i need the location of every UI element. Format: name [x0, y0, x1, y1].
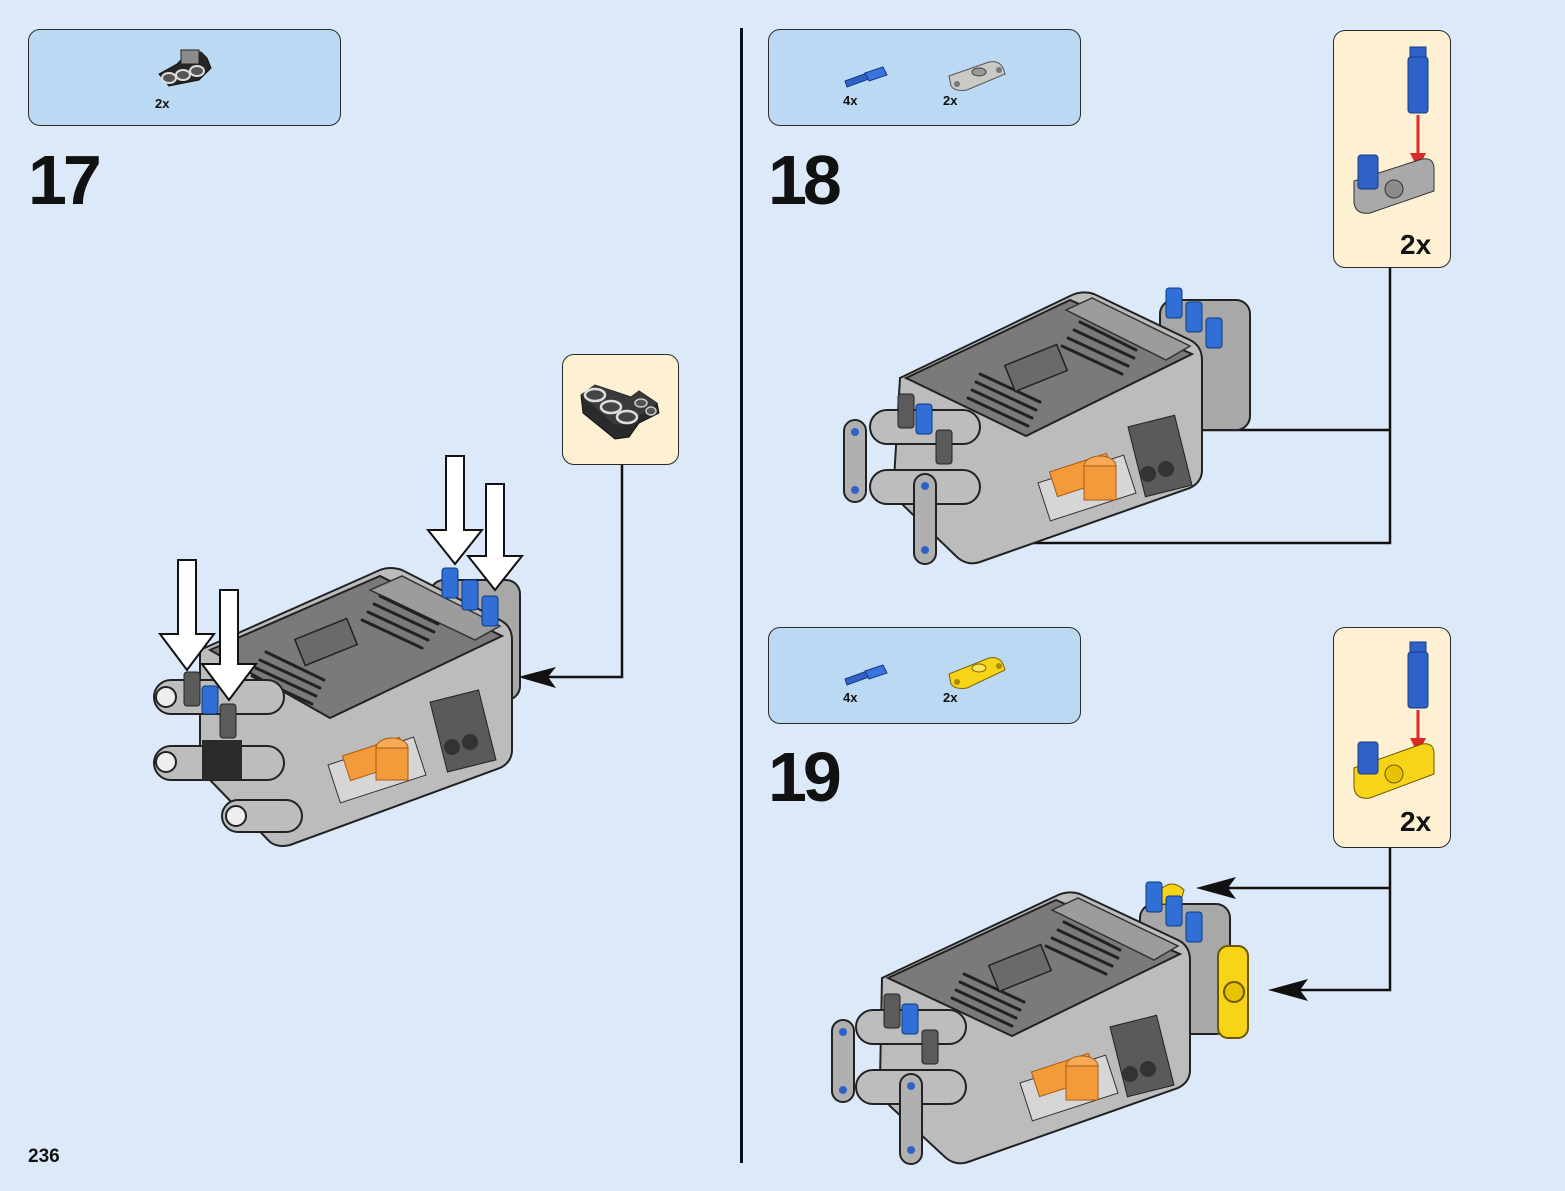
- arrowhead: [1196, 877, 1236, 899]
- step-18-parts-box: 4x 2x: [768, 29, 1081, 126]
- push-arrow: [465, 483, 525, 592]
- subassembly-quantity: 2x: [1400, 806, 1432, 837]
- part-quantity: 2x: [943, 93, 958, 108]
- black-3l-beam-connector-icon: [158, 49, 212, 87]
- blue-axle-pin-icon: [844, 664, 888, 686]
- step-19-parts-box: 4x 2x: [768, 627, 1081, 724]
- step-17-subassembly-box: [562, 354, 679, 465]
- gray-connector-with-blue-pins-icon: [1353, 46, 1435, 214]
- push-arrow: [425, 455, 485, 566]
- arrowhead: [518, 667, 556, 688]
- yellow-pin-connector-plate-icon: [948, 657, 1006, 689]
- step-18-battery-box-model: [843, 287, 1251, 565]
- step-number: 17: [28, 141, 102, 219]
- part-quantity: 4x: [843, 93, 858, 108]
- push-arrow: [200, 589, 258, 702]
- page-divider: [740, 28, 743, 1163]
- part-quantity: 2x: [943, 690, 958, 705]
- step-17-battery-box-model: [153, 455, 525, 847]
- step-18-subassembly-box: 2x: [1333, 30, 1451, 268]
- yellow-connector-with-blue-pins-icon: [1353, 641, 1435, 799]
- black-thin-liftarm-icon: [580, 384, 660, 440]
- blue-axle-pin-icon: [844, 66, 888, 88]
- page-number: 236: [28, 1146, 60, 1167]
- step-number: 18: [768, 141, 842, 219]
- step-19-subassembly-box: 2x: [1333, 627, 1451, 848]
- arrowhead: [1268, 979, 1308, 1001]
- part-quantity: 2x: [155, 96, 170, 111]
- step-number: 19: [768, 738, 842, 816]
- step-19-battery-box-model: [831, 881, 1249, 1165]
- gray-pin-connector-plate-icon: [948, 61, 1006, 91]
- subassembly-quantity: 2x: [1400, 229, 1432, 260]
- push-arrow: [158, 559, 216, 672]
- step-17-parts-box: 2x: [28, 29, 341, 126]
- part-quantity: 4x: [843, 690, 858, 705]
